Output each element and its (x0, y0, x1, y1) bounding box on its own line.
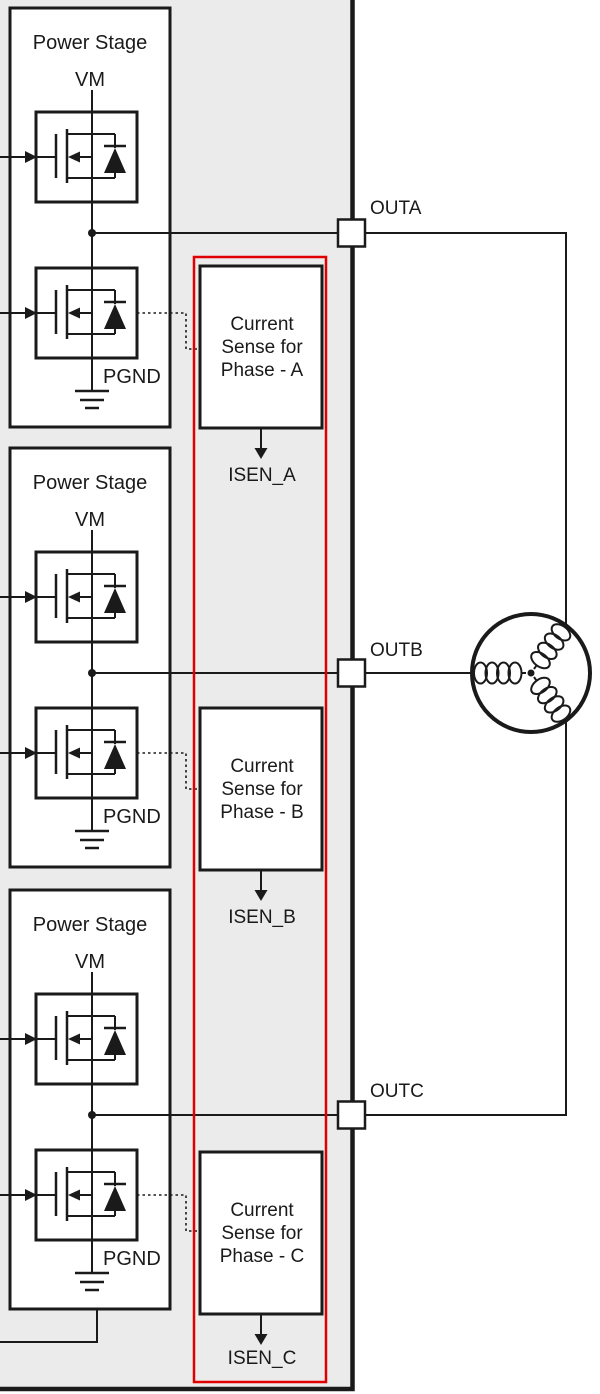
low-gate-input-arrowhead (25, 747, 37, 759)
output-pin-a: OUTA (336, 198, 422, 248)
vm-label: VM (75, 509, 105, 531)
current-sense-text-line2: Sense for (221, 337, 303, 358)
outa-label: OUTA (370, 198, 422, 219)
vm-label: VM (75, 69, 105, 91)
current-sense-text-line1: Current (230, 1200, 294, 1221)
three-phase-motor-icon (469, 612, 592, 734)
current-sense-text-line2: Sense for (221, 1223, 303, 1244)
low-gate-input-arrowhead (25, 1189, 37, 1201)
current-sense-tap-line (137, 752, 200, 790)
outc-to-motor-wire (365, 721, 567, 1116)
phase-junction-dot (88, 669, 96, 677)
current-sense-c: Current Sense for Phase - C ISEN_C (198, 1150, 324, 1369)
pgnd-exit-wire (0, 1309, 98, 1343)
high-gate-input-arrowhead (25, 591, 37, 603)
current-sense-tap-line (137, 312, 200, 350)
low-side-mosfet (34, 266, 139, 360)
low-gate-input-arrowhead (25, 307, 37, 319)
current-sense-text-line3: Phase - A (221, 360, 304, 381)
current-sense-text-line1: Current (230, 756, 294, 777)
power-stage-c: Power Stage VM PGND (0, 888, 338, 1343)
current-sense-text-line1: Current (230, 314, 294, 335)
outb-pin-square (336, 658, 367, 688)
vm-label: VM (75, 951, 105, 973)
pgnd-label: PGND (103, 366, 161, 388)
pgnd-ground-icon (75, 1271, 109, 1292)
pgnd-ground-icon (75, 829, 109, 850)
outb-label: OUTB (370, 640, 423, 661)
high-side-mosfet (34, 550, 139, 644)
current-sense-tap-line (137, 1194, 200, 1232)
current-sense-box (198, 706, 324, 872)
isen-output-arrowhead (254, 448, 268, 459)
high-gate-input-arrowhead (25, 1033, 37, 1045)
current-sense-a: Current Sense for Phase - A ISEN_A (198, 264, 324, 486)
current-sense-text-line2: Sense for (221, 779, 303, 800)
current-sense-text-line3: Phase - B (220, 802, 303, 823)
output-pin-c: OUTC (336, 1081, 424, 1130)
pgnd-ground-icon (75, 389, 109, 410)
driver-chip-border (0, 0, 355, 1392)
current-sense-highlight-box (192, 255, 328, 1384)
isen-label: ISEN_B (228, 907, 296, 928)
low-side-mosfet (34, 1148, 139, 1242)
current-sense-box (198, 264, 324, 430)
isen-output-arrowhead (254, 890, 268, 901)
isen-label: ISEN_C (228, 1348, 297, 1369)
high-side-mosfet (34, 992, 139, 1086)
current-sense-b: Current Sense for Phase - B ISEN_B (198, 706, 324, 928)
current-sense-text-line3: Phase - C (220, 1246, 304, 1267)
isen-label: ISEN_A (228, 465, 296, 486)
low-side-mosfet (34, 706, 139, 800)
power-stage-a: Power Stage VM PGND (0, 6, 338, 429)
outc-pin-square (336, 1100, 367, 1130)
output-pin-b: OUTB (336, 640, 423, 688)
pgnd-label: PGND (103, 1248, 161, 1270)
power-stage-title: Power Stage (33, 472, 148, 494)
high-side-mosfet (34, 110, 139, 204)
power-stage-title: Power Stage (33, 32, 148, 54)
outa-pin-square (336, 218, 367, 248)
power-stage-title: Power Stage (33, 914, 148, 936)
outa-to-motor-wire (365, 232, 567, 627)
motor-center-dot (527, 669, 535, 677)
outc-label: OUTC (370, 1081, 424, 1102)
pgnd-label: PGND (103, 806, 161, 828)
phase-junction-dot (88, 1111, 96, 1119)
high-gate-input-arrowhead (25, 151, 37, 163)
phase-junction-dot (88, 229, 96, 237)
power-stage-b: Power Stage VM PGND (0, 446, 338, 869)
isen-output-arrowhead (254, 1334, 268, 1345)
